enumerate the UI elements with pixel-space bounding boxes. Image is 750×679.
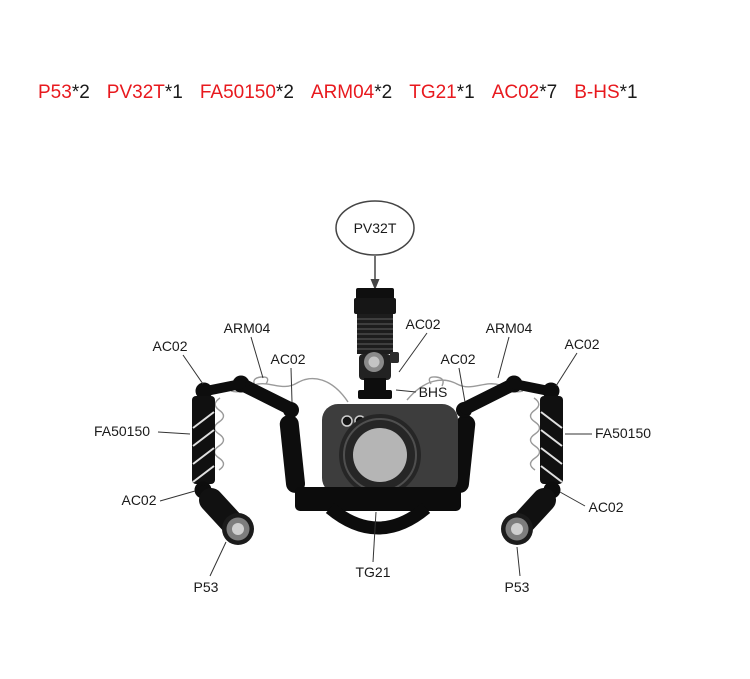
bhs-shoe-mount — [364, 378, 386, 391]
part-name: TG21 — [409, 82, 457, 103]
part-name: AC02 — [491, 82, 540, 103]
label-p53-left: P53 — [194, 579, 219, 595]
float-arm-fa50150-left — [192, 396, 215, 499]
parts-list-item: FA50150*2 — [200, 82, 294, 104]
label-arm04-left: ARM04 — [224, 320, 271, 336]
label-ac02-inner-left: AC02 — [270, 351, 305, 367]
ball-clamp-ac02 — [195, 382, 213, 400]
part-qty: *1 — [619, 82, 638, 103]
label-fa50150-right: FA50150 — [595, 425, 651, 441]
part-name: FA50150 — [199, 82, 276, 103]
parts-list-item: P53*2 — [38, 82, 90, 104]
part-qty: *1 — [164, 82, 183, 103]
part-name: P53 — [38, 82, 72, 103]
lens-glass — [353, 428, 407, 482]
label-ac02-upper-right: AC02 — [564, 336, 599, 352]
label-ac02-inner-right: AC02 — [440, 351, 475, 367]
pv32t-callout-bubble — [335, 200, 415, 256]
parts-list-item: ARM04*2 — [311, 82, 392, 104]
float-arm-fa50150-right — [540, 396, 563, 499]
label-ac02-lower-right: AC02 — [588, 499, 623, 515]
camera-tg21 — [322, 404, 458, 496]
part-name: ARM04 — [310, 82, 375, 103]
parts-list-item: TG21*1 — [409, 82, 475, 104]
label-ac02-lower-left: AC02 — [121, 492, 156, 508]
label-arm04-right: ARM04 — [486, 320, 533, 336]
arm04-left — [195, 375, 296, 415]
part-qty: *7 — [539, 82, 558, 103]
leader-lines — [157, 332, 592, 577]
parts-list-item: B-HS*1 — [574, 82, 637, 104]
part-qty: *2 — [374, 82, 393, 103]
callout-arrow-head — [370, 279, 380, 290]
parts-list-item: AC02*7 — [492, 82, 558, 104]
handle-left — [279, 402, 306, 493]
label-ac02-upper-left: AC02 — [152, 338, 187, 354]
camera-tray — [295, 487, 461, 535]
label-tg21: TG21 — [355, 564, 390, 580]
label-ac02-top-right: AC02 — [405, 316, 440, 332]
light-p53-right — [501, 485, 557, 545]
part-name: B-HS — [574, 82, 620, 103]
video-light-pv32t — [354, 288, 399, 399]
label-fa50150-left: FA50150 — [94, 423, 150, 439]
pv32t-callout-label: PV32T — [354, 220, 397, 236]
parts-list: P53*2 PV32T*1 FA50150*2 ARM04*2 TG21*1 A… — [38, 82, 638, 104]
part-qty: *2 — [275, 82, 294, 103]
label-bhs: BHS — [419, 384, 448, 400]
light-p53-left — [198, 485, 254, 545]
arm04-right — [459, 375, 560, 415]
part-qty: *2 — [71, 82, 90, 103]
parts-list-item: PV32T*1 — [107, 82, 183, 104]
part-name: PV32T — [106, 82, 165, 103]
part-qty: *1 — [456, 82, 475, 103]
label-p53-right: P53 — [505, 579, 530, 595]
ball-clamp-ac02 — [542, 382, 560, 400]
